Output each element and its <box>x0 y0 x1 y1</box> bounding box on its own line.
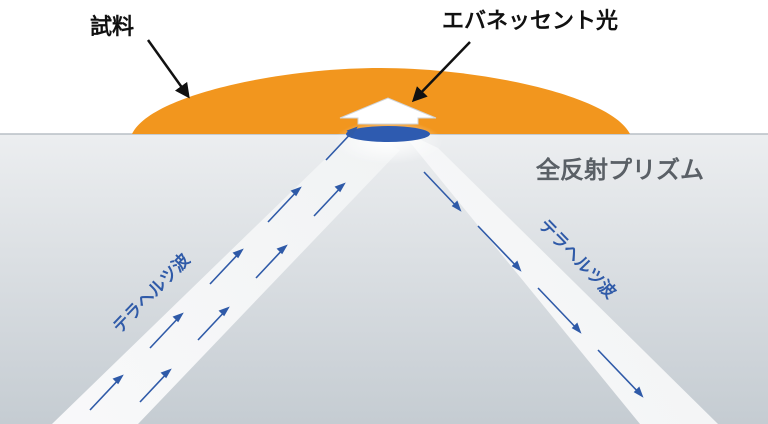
evanescent-label: エバネッセント光 <box>442 9 618 34</box>
prism-label: 全反射プリズム <box>535 156 704 184</box>
evanescent-up-arrow-icon <box>339 97 437 125</box>
evanescent-spot <box>346 126 430 142</box>
evanescent-pointer-arrow-icon <box>411 41 471 103</box>
sample-pointer-arrow-icon <box>146 39 190 99</box>
outgoing-arrows <box>423 171 644 398</box>
incoming-arrows <box>89 126 358 411</box>
incoming-beam <box>52 130 400 424</box>
outgoing-beam <box>400 130 718 424</box>
sample-label: 試料 <box>90 14 134 40</box>
